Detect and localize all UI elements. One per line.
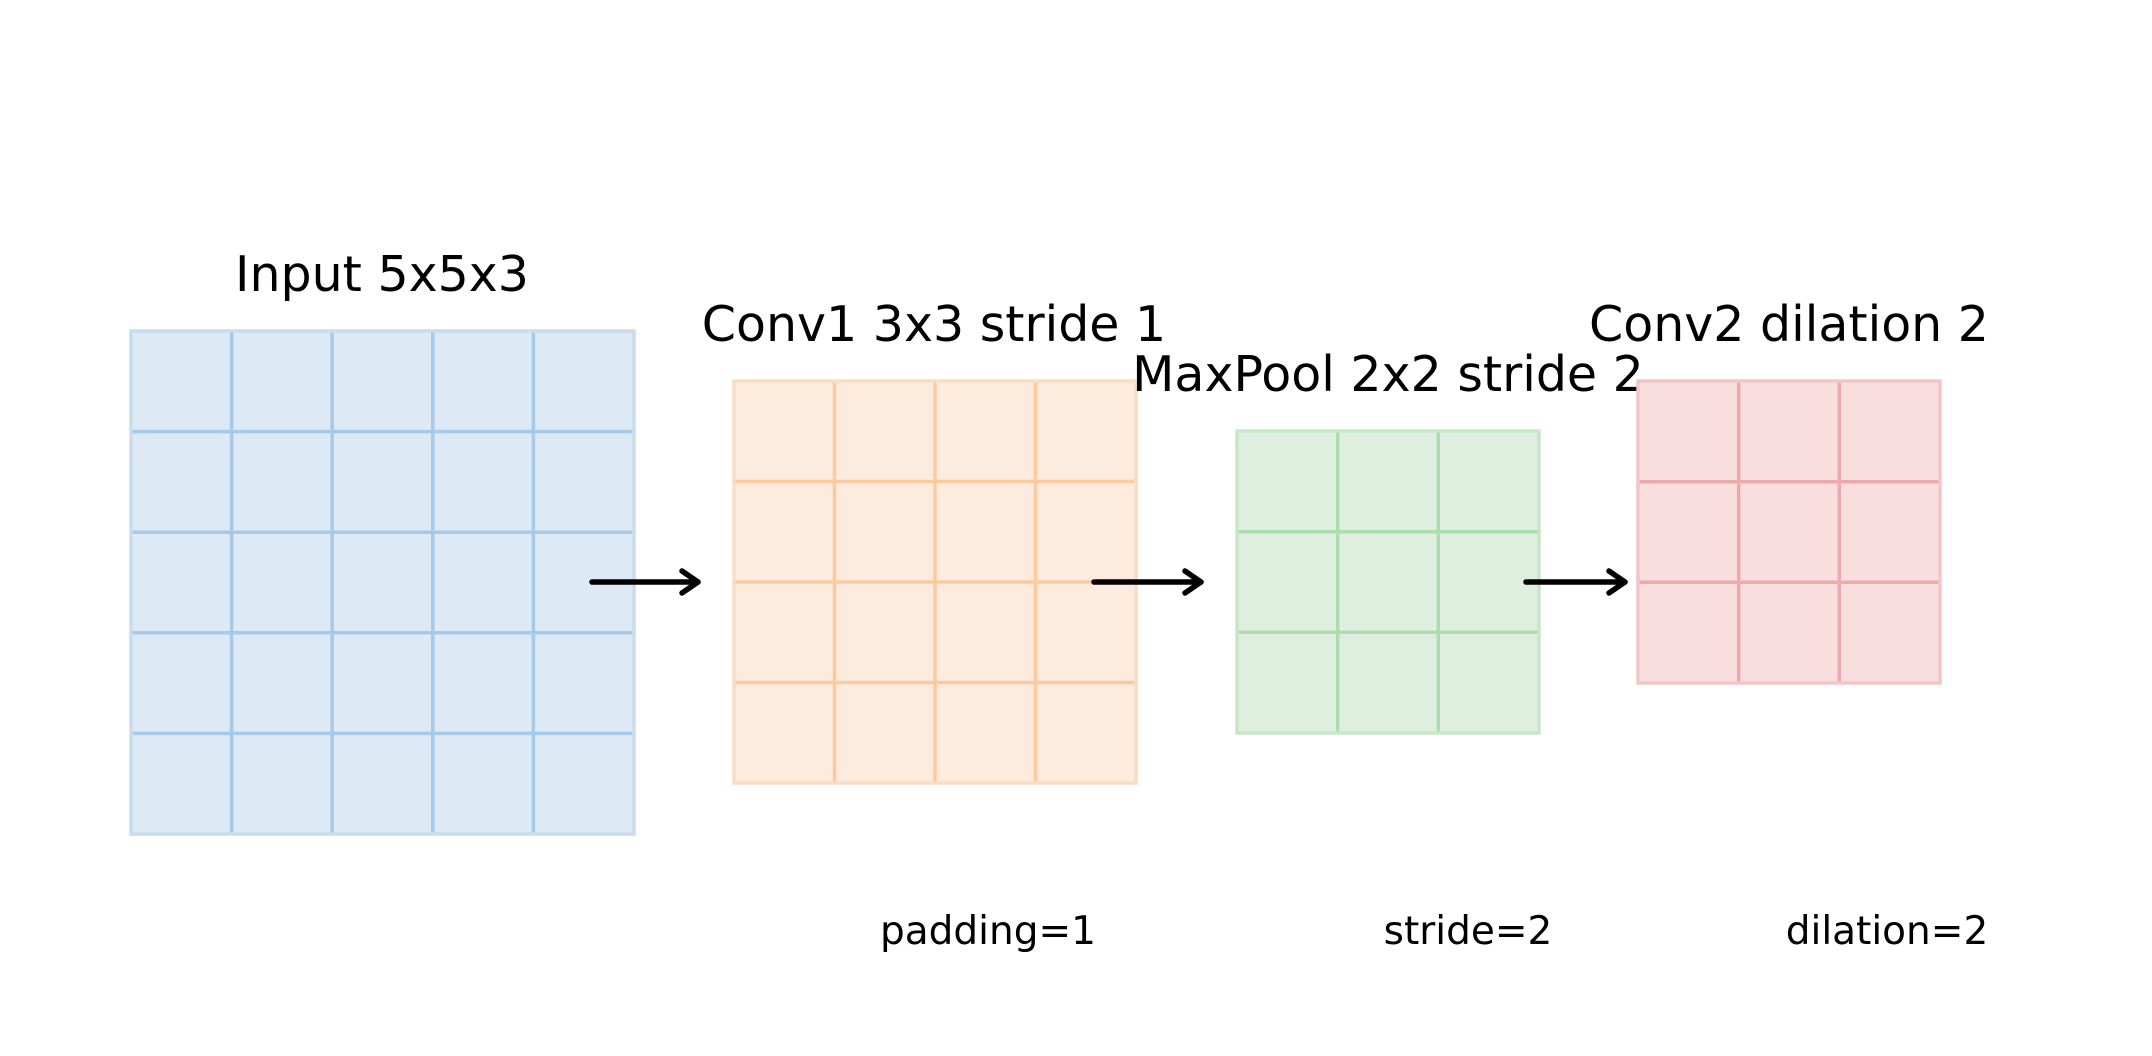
arrow-conv1-to-maxpool	[1091, 568, 1204, 596]
arrow-head-icon	[679, 568, 701, 596]
conv1-block-title: Conv1 3x3 stride 1	[702, 296, 1166, 353]
maxpool-block-title: MaxPool 2x2 stride 2	[1132, 346, 1644, 403]
input-block-title: Input 5x5x3	[235, 246, 529, 303]
maxpool-block: MaxPool 2x2 stride 2	[1132, 346, 1644, 735]
arrow-head-icon	[1606, 568, 1628, 596]
conv2-grid-fill	[1638, 381, 1940, 683]
arrow-maxpool-to-conv2	[1523, 568, 1628, 596]
dilation-annotation: dilation=2	[1786, 909, 1989, 954]
stride-annotation: stride=2	[1384, 909, 1553, 954]
maxpool-grid-lines	[1237, 431, 1539, 733]
maxpool-grid-fill	[1237, 431, 1539, 733]
arrow-head-icon	[1182, 568, 1204, 596]
conv2-block-title: Conv2 dilation 2	[1589, 296, 1989, 353]
conv2-grid-border	[1636, 379, 1942, 685]
input-grid-fill	[131, 331, 634, 834]
conv1-block: Conv1 3x3 stride 1	[702, 296, 1166, 785]
conv2-grid-lines	[1638, 381, 1940, 683]
input-block: Input 5x5x3	[129, 246, 636, 836]
padding-annotation: padding=1	[880, 909, 1096, 954]
conv1-grid-lines	[734, 381, 1136, 783]
arrow-input-to-conv1	[589, 568, 701, 596]
input-grid-lines	[131, 331, 634, 834]
conv2-block: Conv2 dilation 2	[1589, 296, 1989, 685]
